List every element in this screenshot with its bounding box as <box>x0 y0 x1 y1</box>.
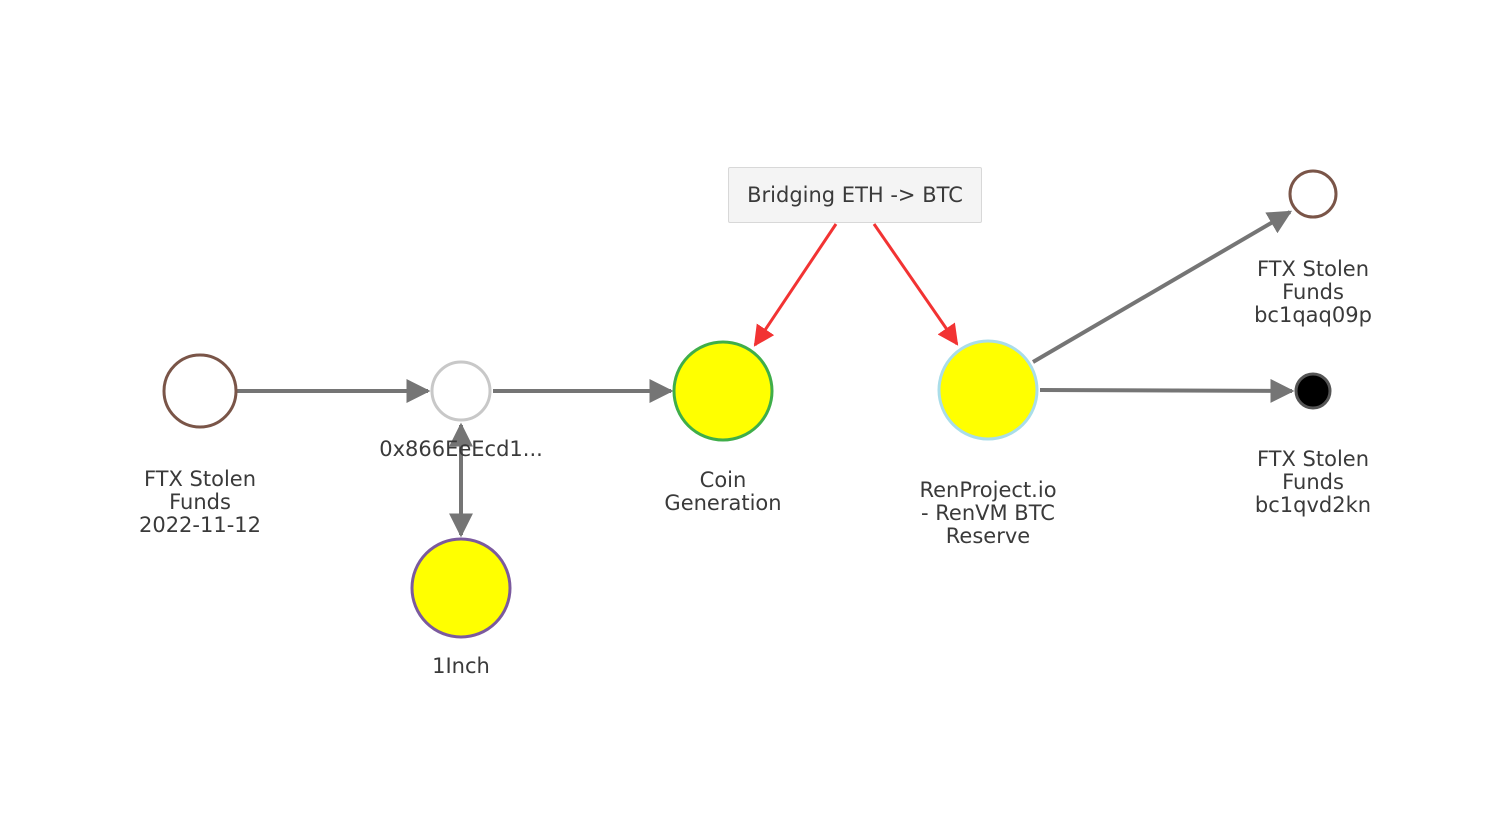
label-coin-generation: Coin Generation <box>664 468 782 515</box>
node-address-0x866[interactable] <box>430 360 492 422</box>
node-coin-generation[interactable] <box>672 340 774 442</box>
annotation-text: Bridging ETH -> BTC <box>747 183 963 207</box>
label-renproject: RenProject.io - RenVM BTC Reserve <box>919 478 1057 548</box>
node-renproject[interactable] <box>937 339 1039 441</box>
node-1inch[interactable] <box>410 537 512 639</box>
node-ftx-bc1qaq09p[interactable] <box>1288 169 1338 219</box>
label-1inch: 1Inch <box>432 654 490 678</box>
label-address-0x866: 0x866EeEcd1... <box>379 437 543 461</box>
node-ftx-stolen-funds-source[interactable] <box>162 353 238 429</box>
annotation-arrow-to-coin-generation <box>753 223 838 347</box>
annotation-arrow-to-renproject <box>872 223 959 346</box>
node-ftx-bc1qvd2kn[interactable] <box>1294 372 1332 410</box>
annotation-bridging-note[interactable]: Bridging ETH -> BTC <box>728 167 982 223</box>
label-ftx-bc1qvd2kn: FTX Stolen Funds bc1qvd2kn <box>1254 447 1372 517</box>
label-ftx-stolen-funds-source: FTX Stolen Funds 2022-11-12 <box>138 467 262 537</box>
edge-renproject-to-bc1qaq09p[interactable] <box>1031 210 1293 364</box>
edge-renproject-to-bc1qvd2kn[interactable] <box>1039 378 1295 403</box>
label-ftx-bc1qaq09p: FTX Stolen Funds bc1qaq09p <box>1254 257 1372 327</box>
